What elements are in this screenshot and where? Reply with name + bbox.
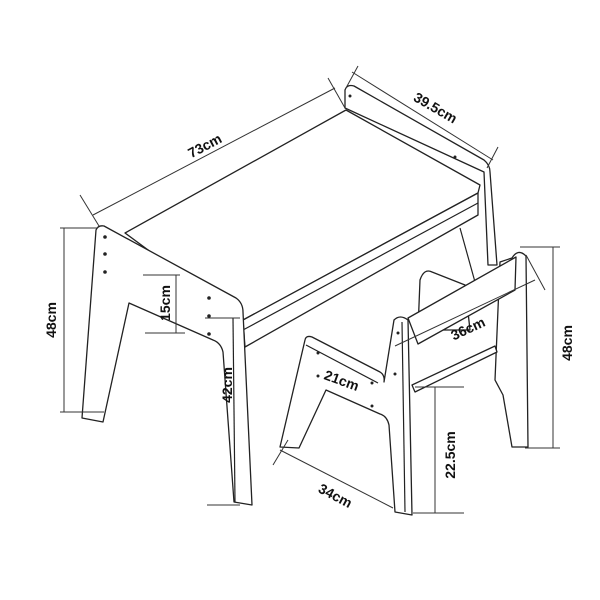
dimension-lines <box>60 65 560 514</box>
screw-hole <box>393 372 397 376</box>
screw-hole <box>103 252 107 256</box>
screw-hole <box>453 155 457 159</box>
dim-39-line <box>351 71 494 161</box>
screw-hole <box>348 94 352 98</box>
label-chair-seat-height: 22.5cm <box>442 431 458 478</box>
screw-hole <box>207 296 211 300</box>
dim-34-line <box>279 449 394 509</box>
screw-hole <box>103 235 107 239</box>
screw-hole <box>396 331 400 335</box>
desk-back-leg-panel <box>344 84 498 266</box>
chair-back-right-panel <box>494 251 529 448</box>
screw-hole <box>316 374 320 378</box>
label-desk-height: 48cm <box>43 302 59 338</box>
chair-front-panel-edge <box>305 344 379 384</box>
dim-73-line <box>92 87 336 216</box>
label-desk-depth: 39.5cm <box>411 89 460 127</box>
chair-seat <box>411 345 498 393</box>
chair-front-panel-edge <box>401 321 406 513</box>
label-desk-leg-clearance: 42cm <box>219 367 235 403</box>
dim-36-tick <box>525 254 546 291</box>
label-desk-rail-height: 15cm <box>157 285 173 321</box>
screw-hole <box>370 404 374 408</box>
dim-36-line <box>394 279 536 347</box>
desk-front-leg-edge <box>232 317 236 503</box>
desk-rail-edge <box>242 202 479 331</box>
chair <box>279 251 529 516</box>
label-chair-depth: 34cm <box>316 480 355 511</box>
screw-hole <box>207 332 211 336</box>
screw-hole <box>103 270 107 274</box>
desk-front-leg-panel <box>81 225 253 506</box>
dim-39-tick <box>486 146 499 169</box>
chair-front-panel <box>279 316 413 516</box>
dim-73-tick <box>327 77 346 109</box>
screw-hole <box>316 351 320 355</box>
screw-hole <box>370 381 374 385</box>
screw-hole <box>207 314 211 318</box>
chair-backrest <box>407 256 517 345</box>
dim-73-tick <box>79 194 100 227</box>
dim-39-tick <box>345 65 359 89</box>
label-chair-height: 48cm <box>559 325 575 361</box>
desk <box>81 84 498 506</box>
dim-34-tick <box>272 439 289 466</box>
desk-back-leg-inner-edge <box>459 227 476 283</box>
